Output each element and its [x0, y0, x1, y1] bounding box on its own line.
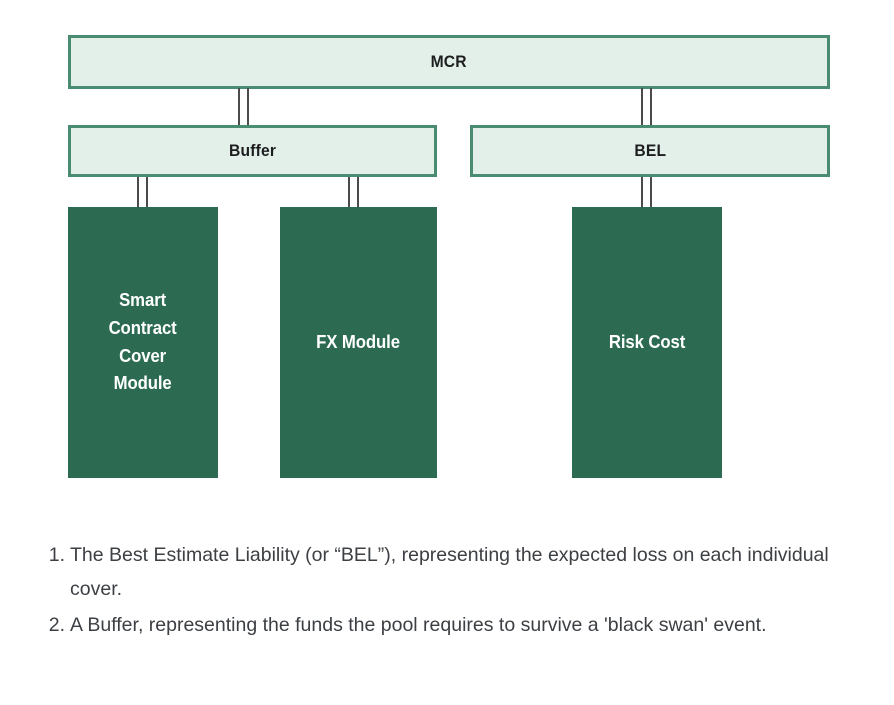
connector-mcr-bel: [641, 88, 652, 126]
node-smart-contract-cover-module-label: Smart Contract Cover Module: [109, 287, 177, 399]
node-smart-contract-cover-module: Smart Contract Cover Module: [68, 207, 218, 478]
list-item: A Buffer, representing the funds the poo…: [41, 608, 767, 642]
label-line: Smart: [119, 289, 167, 310]
node-fx-module-label: FX Module: [316, 331, 401, 352]
node-risk-cost-label: Risk Cost: [608, 331, 686, 352]
node-bel-label: BEL: [634, 141, 666, 160]
connector-buffer-fx-module: [348, 177, 359, 208]
node-mcr: MCR: [68, 35, 830, 89]
notes-list: The Best Estimate Liability (or “BEL”), …: [0, 538, 894, 643]
connector-mcr-buffer: [238, 88, 249, 126]
hierarchy-diagram: MCR Buffer BEL Smart Contract Cover Modu…: [68, 35, 830, 478]
list-item: The Best Estimate Liability (or “BEL”), …: [41, 538, 829, 601]
connector-buffer-smart-contract-cover-module: [137, 177, 148, 208]
node-risk-cost: Risk Cost: [572, 207, 722, 478]
label-line: Contract: [108, 317, 178, 338]
notes-section: The Best Estimate Liability (or “BEL”), …: [0, 538, 894, 644]
connector-bel-risk-cost: [641, 177, 652, 208]
node-bel: BEL: [470, 125, 830, 177]
node-mcr-label: MCR: [430, 52, 468, 71]
label-line: Module: [113, 373, 173, 394]
label-line: Cover: [119, 345, 167, 366]
node-buffer-label: Buffer: [228, 141, 277, 160]
node-buffer: Buffer: [68, 125, 437, 177]
node-fx-module: FX Module: [280, 207, 437, 478]
